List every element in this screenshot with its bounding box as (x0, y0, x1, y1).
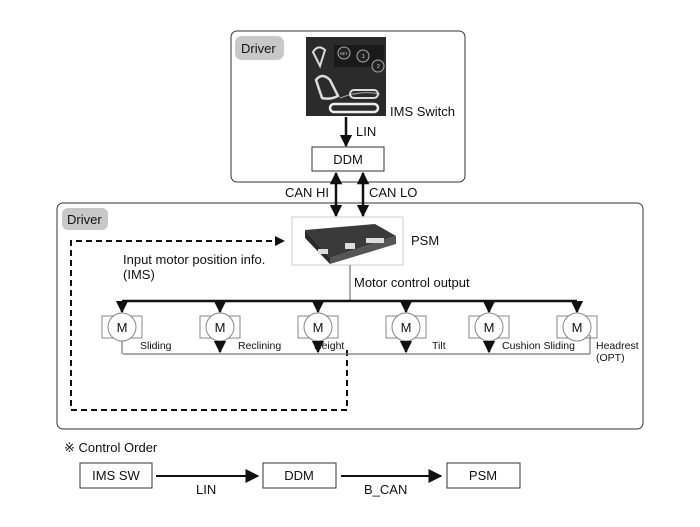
motor-glyph: M (117, 320, 128, 335)
feedback-label-sub: (IMS) (123, 267, 155, 282)
motor-reclining: M Reclining (199, 300, 281, 354)
psm-order-box (446, 462, 521, 489)
ims-switch-label: IMS Switch (390, 104, 455, 119)
ddm-order-box (262, 462, 337, 489)
motor-glyph: M (572, 320, 583, 335)
feedback-label: Input motor position info. (123, 252, 265, 267)
can-hi-label: CAN HI (285, 185, 329, 200)
motor-row: M Sliding M Reclining M Height M Tilt M Cushion S… (101, 300, 639, 364)
motor-glyph: M (484, 320, 495, 335)
svg-text:SET: SET (340, 51, 348, 56)
motor-tilt: M Tilt (385, 300, 446, 354)
ddm-label: DDM (333, 152, 363, 167)
motor-sub-label: (OPT) (596, 352, 625, 364)
psm-label: PSM (411, 233, 439, 248)
motor-label: Height (314, 340, 344, 352)
control-order: ※ Control Order IMS SW LIN DDM B_CAN PSM (64, 440, 521, 497)
zone-tag-label: Driver (67, 212, 102, 227)
zone-tag (235, 36, 284, 60)
motor-label: Headrest (596, 340, 639, 352)
lin-label: LIN (356, 124, 376, 139)
motor-sliding: M Sliding (101, 300, 172, 354)
svg-text:1: 1 (362, 54, 365, 60)
svg-text:2: 2 (377, 64, 380, 70)
main-driver-zone: Driver (56, 202, 644, 430)
ddm-order-label: DDM (284, 468, 314, 483)
motor-label: Sliding (140, 340, 172, 352)
psm-order-label: PSM (469, 468, 497, 483)
motor-headrest: M Headrest(OPT) (556, 300, 639, 364)
motor-icon (562, 312, 592, 342)
set-button-icon (337, 46, 351, 60)
memory-2-button-icon (371, 59, 385, 73)
motor-label: Reclining (238, 340, 281, 352)
zone-tag-label: Driver (241, 41, 276, 56)
motor-glyph: M (313, 320, 324, 335)
top-driver-zone: Driver SET 1 2 IMS Switch LIN DDM (230, 30, 466, 183)
motor-label: Tilt (432, 340, 446, 352)
ims-sw-label: IMS SW (92, 468, 140, 483)
bcan-order-label: B_CAN (364, 482, 407, 497)
can-bus: CAN HI CAN LO (285, 171, 417, 218)
can-lo-label: CAN LO (369, 185, 417, 200)
motor-label: Cushion Sliding (502, 340, 575, 352)
control-order-title: ※ Control Order (64, 440, 158, 455)
zone-tag (62, 208, 108, 230)
ddm-box (311, 146, 385, 172)
ims-sw-box (79, 462, 153, 489)
motor-height: M Height (297, 300, 344, 354)
psm-module-image (291, 216, 404, 266)
memory-1-button-icon (356, 49, 370, 63)
feedback-dashed-arrow (70, 236, 348, 411)
lin-order-label: LIN (196, 482, 216, 497)
motor-glyph: M (401, 320, 412, 335)
ims-switch-image: SET 1 2 (306, 37, 386, 116)
motor-cushion-sliding: M Cushion Sliding (468, 300, 575, 354)
output-label: Motor control output (354, 275, 470, 290)
motor-glyph: M (215, 320, 226, 335)
